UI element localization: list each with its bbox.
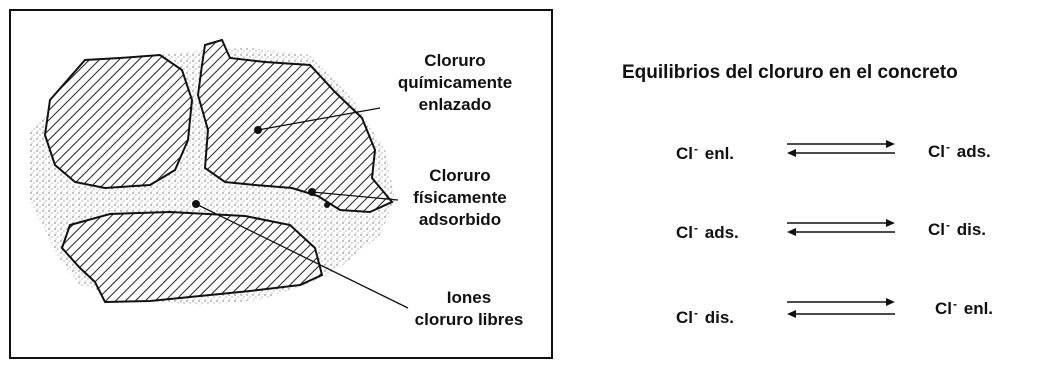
equilibrium-1-arrows [787,140,895,157]
upper-left-particle [43,53,194,190]
physically-adsorbed-leader [311,191,399,201]
equilibrium-2-right: Cl- dis. [928,218,987,239]
physically-adsorbed-label: Cloruro físicamente adsorbido [413,166,507,229]
free-ions-label: Iones cloruro libres [414,288,524,329]
concrete-pore-diagram [30,38,409,309]
equilibrium-3-right: Cl- enl. [935,297,994,318]
equilibrium-1-left: Cl- enl. [676,142,735,163]
equilibrium-2-left: Cl- ads. [676,221,739,242]
equilibrium-1-right: Cl- ads. [928,140,991,161]
physically-adsorbed-dot-2 [324,202,330,208]
diagram-frame [9,9,553,359]
chemically-bound-label: Cloruro químicamente enlazado [397,51,513,114]
free-ion-leader [195,203,409,309]
equilibrium-2-arrows [787,219,895,236]
equilibrium-3-arrows [787,298,895,318]
upper-right-particle [196,38,394,214]
equilibrium-3-left: Cl- dis. [676,306,735,327]
chemically-bound-leader [257,107,381,131]
equilibria-title: Equilibrios del cloruro en el concreto [622,62,958,83]
